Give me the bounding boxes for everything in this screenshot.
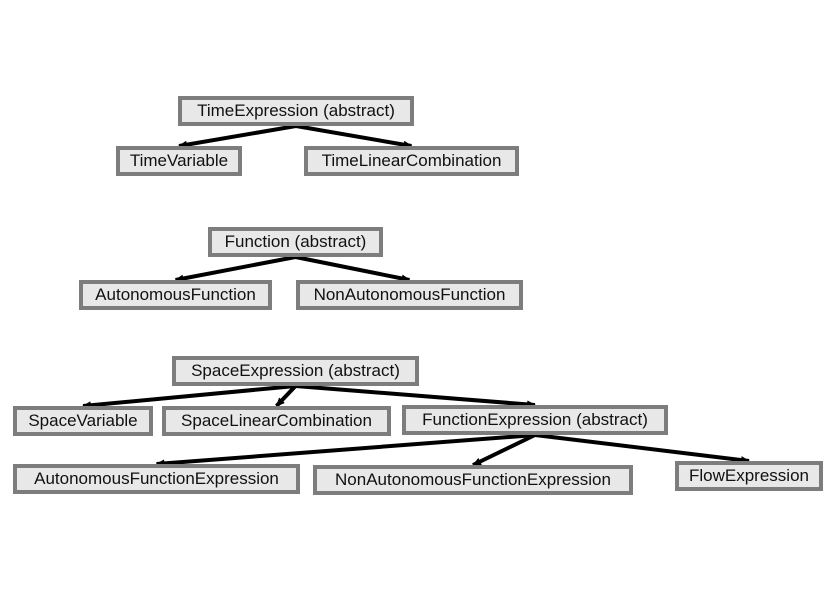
node-space-linear-combination[interactable]: SpaceLinearCombination — [162, 406, 391, 436]
node-function[interactable]: Function (abstract) — [208, 227, 383, 257]
node-flow-expression[interactable]: FlowExpression — [675, 461, 823, 491]
node-time-variable[interactable]: TimeVariable — [116, 146, 242, 176]
edge-space_expression-to-space_variable — [82, 384, 296, 410]
edge-function_expression-to-flow_expression — [534, 433, 750, 465]
node-space-expression[interactable]: SpaceExpression (abstract) — [172, 356, 419, 386]
edge-function-to-non_autonomous_function — [295, 255, 411, 283]
node-non-autonomous-function-expression[interactable]: NonAutonomousFunctionExpression — [313, 465, 633, 495]
edge-space_expression-to-function_expression — [295, 384, 536, 409]
edge-function_expression-to-autonomous_function_expression — [155, 433, 536, 468]
node-autonomous-function-expression[interactable]: AutonomousFunctionExpression — [13, 464, 300, 494]
edge-function-to-autonomous_function — [174, 255, 296, 283]
node-time-linear-combination[interactable]: TimeLinearCombination — [304, 146, 519, 176]
node-time-expression[interactable]: TimeExpression (abstract) — [178, 96, 414, 126]
edge-time_expression-to-time_linear_combination — [295, 124, 413, 149]
edge-time_expression-to-time_variable — [178, 124, 297, 149]
edge-function_expression-to-non_autonomous_function_expression — [472, 433, 536, 467]
node-autonomous-function[interactable]: AutonomousFunction — [79, 280, 272, 310]
node-non-autonomous-function[interactable]: NonAutonomousFunction — [296, 280, 523, 310]
node-space-variable[interactable]: SpaceVariable — [13, 406, 153, 436]
node-function-expression[interactable]: FunctionExpression (abstract) — [402, 405, 668, 435]
edge-space_expression-to-space_linear_combination — [275, 384, 297, 408]
